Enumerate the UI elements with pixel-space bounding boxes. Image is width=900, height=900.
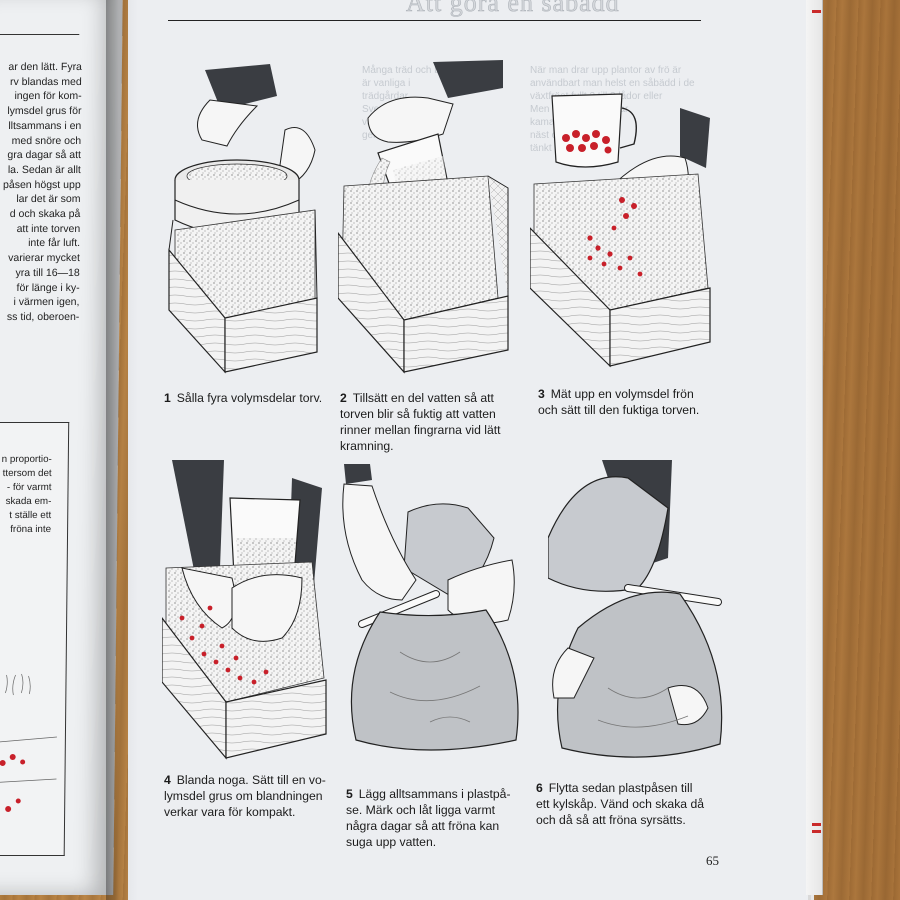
step-caption-6: 6 Flytta sedan plastpåsen till ett kylskå… — [536, 780, 731, 828]
illustration-refrigerate — [548, 460, 723, 758]
left-text-line: för länge i ky- — [16, 281, 80, 294]
left-box-line: skada em- — [5, 496, 52, 507]
left-box-line: n proportio- — [1, 454, 52, 465]
ghost-line: gen — [362, 130, 379, 141]
left-page-rule — [0, 34, 80, 35]
book-edge — [806, 0, 823, 895]
left-text-line: ar den lätt. Fyra — [8, 61, 82, 73]
left-text-line: med snöre och — [11, 134, 82, 147]
illustration-bagging — [342, 464, 519, 751]
left-box-line: - för varmt — [6, 482, 52, 493]
seedling-sketch — [0, 672, 57, 812]
illustration-sieving-peat — [168, 64, 318, 374]
title-rule — [168, 20, 701, 21]
step-number: 6 — [536, 781, 543, 795]
left-text-line: rv blandas med — [9, 75, 82, 88]
ghost-line: trädgårdar. — [362, 91, 411, 102]
left-box-line: ttersom det — [2, 468, 52, 479]
ghost-line: När man drar upp plantor av frö är — [530, 65, 682, 76]
book-edge-red-mark — [812, 823, 821, 826]
ghost-line: näst ovant — [530, 130, 577, 141]
left-text-line: att inte torven — [16, 222, 81, 235]
caption-line: Blanda noga. Sätt till en vo- — [176, 773, 326, 787]
caption-line: och då så att fröna syrsätts. — [536, 813, 686, 827]
step-number: 1 — [164, 391, 171, 405]
ghost-line: kamalhus — [530, 117, 573, 128]
left-text-line: gra dagar så att — [7, 149, 82, 162]
left-box-line: t ställe ett — [9, 510, 52, 521]
step-caption-5: 5 Lägg alltsammans i plastpå- se. Märk oc… — [346, 786, 531, 850]
left-text-line: yra till 16—18 — [15, 266, 80, 279]
caption-line: Mät upp en volymsdel frön — [550, 387, 694, 401]
step-caption-2: 2 Tillsätt en del vatten så att torven bl… — [340, 390, 530, 454]
book-edge-red-mark — [812, 10, 821, 13]
caption-line: Sålla fyra volymsdelar torv. — [176, 391, 323, 405]
step-caption-1: 1 Sålla fyra volymsdelar torv. — [164, 390, 334, 406]
book-edge-red-mark — [812, 830, 821, 833]
caption-line: ett kylskåp. Vänd och skaka då — [536, 797, 705, 811]
step-number: 4 — [164, 773, 171, 787]
left-text-line: ss tid, oberoen- — [6, 310, 80, 323]
caption-line: rinner mellan fingrarna vid lätt — [340, 423, 501, 437]
left-page-text: ar den lätt. Fyra rv blandas med ingen f… — [0, 60, 82, 325]
caption-line: Flytta sedan plastpåsen till — [548, 781, 693, 795]
illustration-mixing — [162, 460, 327, 760]
left-text-line: påsen högst upp — [2, 178, 81, 191]
book-gutter-shadow — [106, 0, 138, 900]
left-text-line: d och skaka på — [9, 208, 81, 221]
caption-line: lymsdel grus om blandningen — [164, 789, 323, 803]
left-text-line: lltsammans i en — [8, 119, 82, 132]
left-text-line: lar det är som — [16, 193, 81, 206]
left-text-line: ingen för kom- — [14, 90, 82, 103]
left-text-line: lymsdel grus för — [7, 105, 82, 118]
left-box-line: fröna inte — [10, 524, 52, 535]
ghost-line: är vanliga i — [362, 78, 411, 89]
ghost-line: Många träd och buskar — [362, 65, 465, 76]
caption-line: verkar vara för kompakt. — [164, 805, 296, 819]
illustration-adding-water — [338, 60, 509, 374]
step-number: 5 — [346, 787, 353, 801]
step-number: 3 — [538, 387, 545, 401]
left-page: ar den lätt. Fyra rv blandas med ingen f… — [0, 0, 123, 895]
step-caption-4: 4 Blanda noga. Sätt till en vo- lymsdel g… — [164, 772, 339, 820]
caption-line: och sätt till den fuktiga torven. — [538, 403, 700, 417]
left-text-line: inte får luft. — [28, 237, 81, 250]
illustration-measuring-seeds — [530, 93, 711, 368]
left-text-line: la. Sedan är allt — [7, 163, 81, 176]
page-title: Att göra en såbädd — [406, 0, 620, 17]
ghost-line: användbart man helst en såbädd i de — [530, 78, 695, 89]
caption-line: några dagar så att fröna kan — [346, 819, 500, 833]
caption-line: se. Märk och låt ligga varmt — [346, 803, 496, 817]
step-number: 2 — [340, 391, 347, 405]
left-box-text: n proportio- ttersom det - för varmt ska… — [0, 453, 52, 537]
caption-line: suga upp vatten. — [346, 835, 437, 849]
caption-line: torven blir så fuktig att vatten — [340, 407, 496, 421]
caption-line: Lägg alltsammans i plastpå- — [358, 787, 511, 801]
step-caption-3: 3 Mät upp en volymsdel frön och sätt till… — [538, 386, 728, 418]
left-text-line: varierar mycket — [8, 252, 80, 265]
caption-line: Tillsätt en del vatten så att — [352, 391, 494, 405]
left-page-sidebar-box: n proportio- ttersom det - för varmt ska… — [0, 422, 70, 856]
caption-line: kramning. — [340, 439, 394, 453]
left-text-line: i värmen igen, — [13, 296, 80, 309]
page-number: 65 — [706, 853, 719, 868]
